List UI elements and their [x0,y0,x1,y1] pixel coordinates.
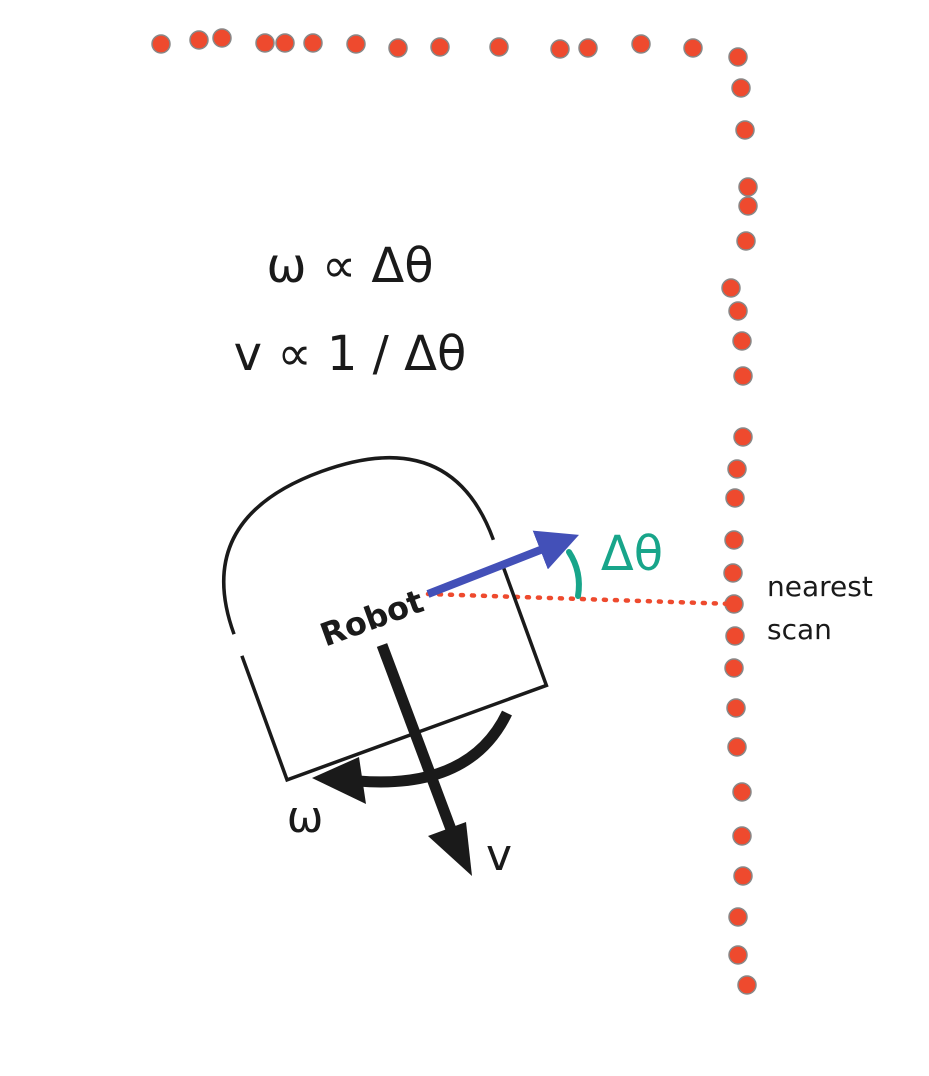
scan-point [733,427,753,447]
scan-point [724,658,744,678]
scan-point [255,33,275,53]
scan-point [721,278,741,298]
scan-point [550,39,570,59]
nearest-scan-label-line1: nearest [767,570,873,603]
scan-point [728,907,748,927]
scan-point [727,459,747,479]
scan-point [728,301,748,321]
scan-point [735,120,755,140]
scan-point [732,331,752,351]
omega-proportional-equation: ω ∝ Δθ [266,238,433,294]
robot-label: Robot [315,582,428,654]
scan-point [733,866,753,886]
scan-point [737,975,757,995]
angular-velocity-label: ω [287,792,324,843]
nearest-scan-line [425,591,737,607]
scan-point [738,177,758,197]
scan-point [726,698,746,718]
angular-velocity-arrow [312,710,512,804]
scan-point [728,47,748,67]
scan-point [430,37,450,57]
scan-point [275,33,295,53]
velocity-label: v [486,830,512,881]
scan-point [151,34,171,54]
scan-point [731,78,751,98]
scan-point [733,366,753,386]
scan-point [724,530,744,550]
scan-point [303,33,323,53]
scan-point [388,38,408,58]
scan-point [736,231,756,251]
velocity-arrow [376,643,472,876]
scan-point [683,38,703,58]
scan-point [631,34,651,54]
scan-point [727,737,747,757]
scan-point [732,826,752,846]
delta-theta-label: Δθ [601,526,663,582]
v-proportional-equation: v ∝ 1 / Δθ [234,326,467,382]
scan-point [738,196,758,216]
scan-point [725,488,745,508]
heading-arrow [426,530,579,598]
scan-point [346,34,366,54]
scan-point [728,945,748,965]
scan-point [189,30,209,50]
nearest-scan-label-line2: scan [767,613,832,646]
scan-point [578,38,598,58]
scan-point [732,782,752,802]
delta-theta-arc [566,549,582,599]
scan-point [212,28,232,48]
laser-scan-points [151,28,758,995]
scan-point [725,626,745,646]
scan-point [489,37,509,57]
scan-point [723,563,743,583]
